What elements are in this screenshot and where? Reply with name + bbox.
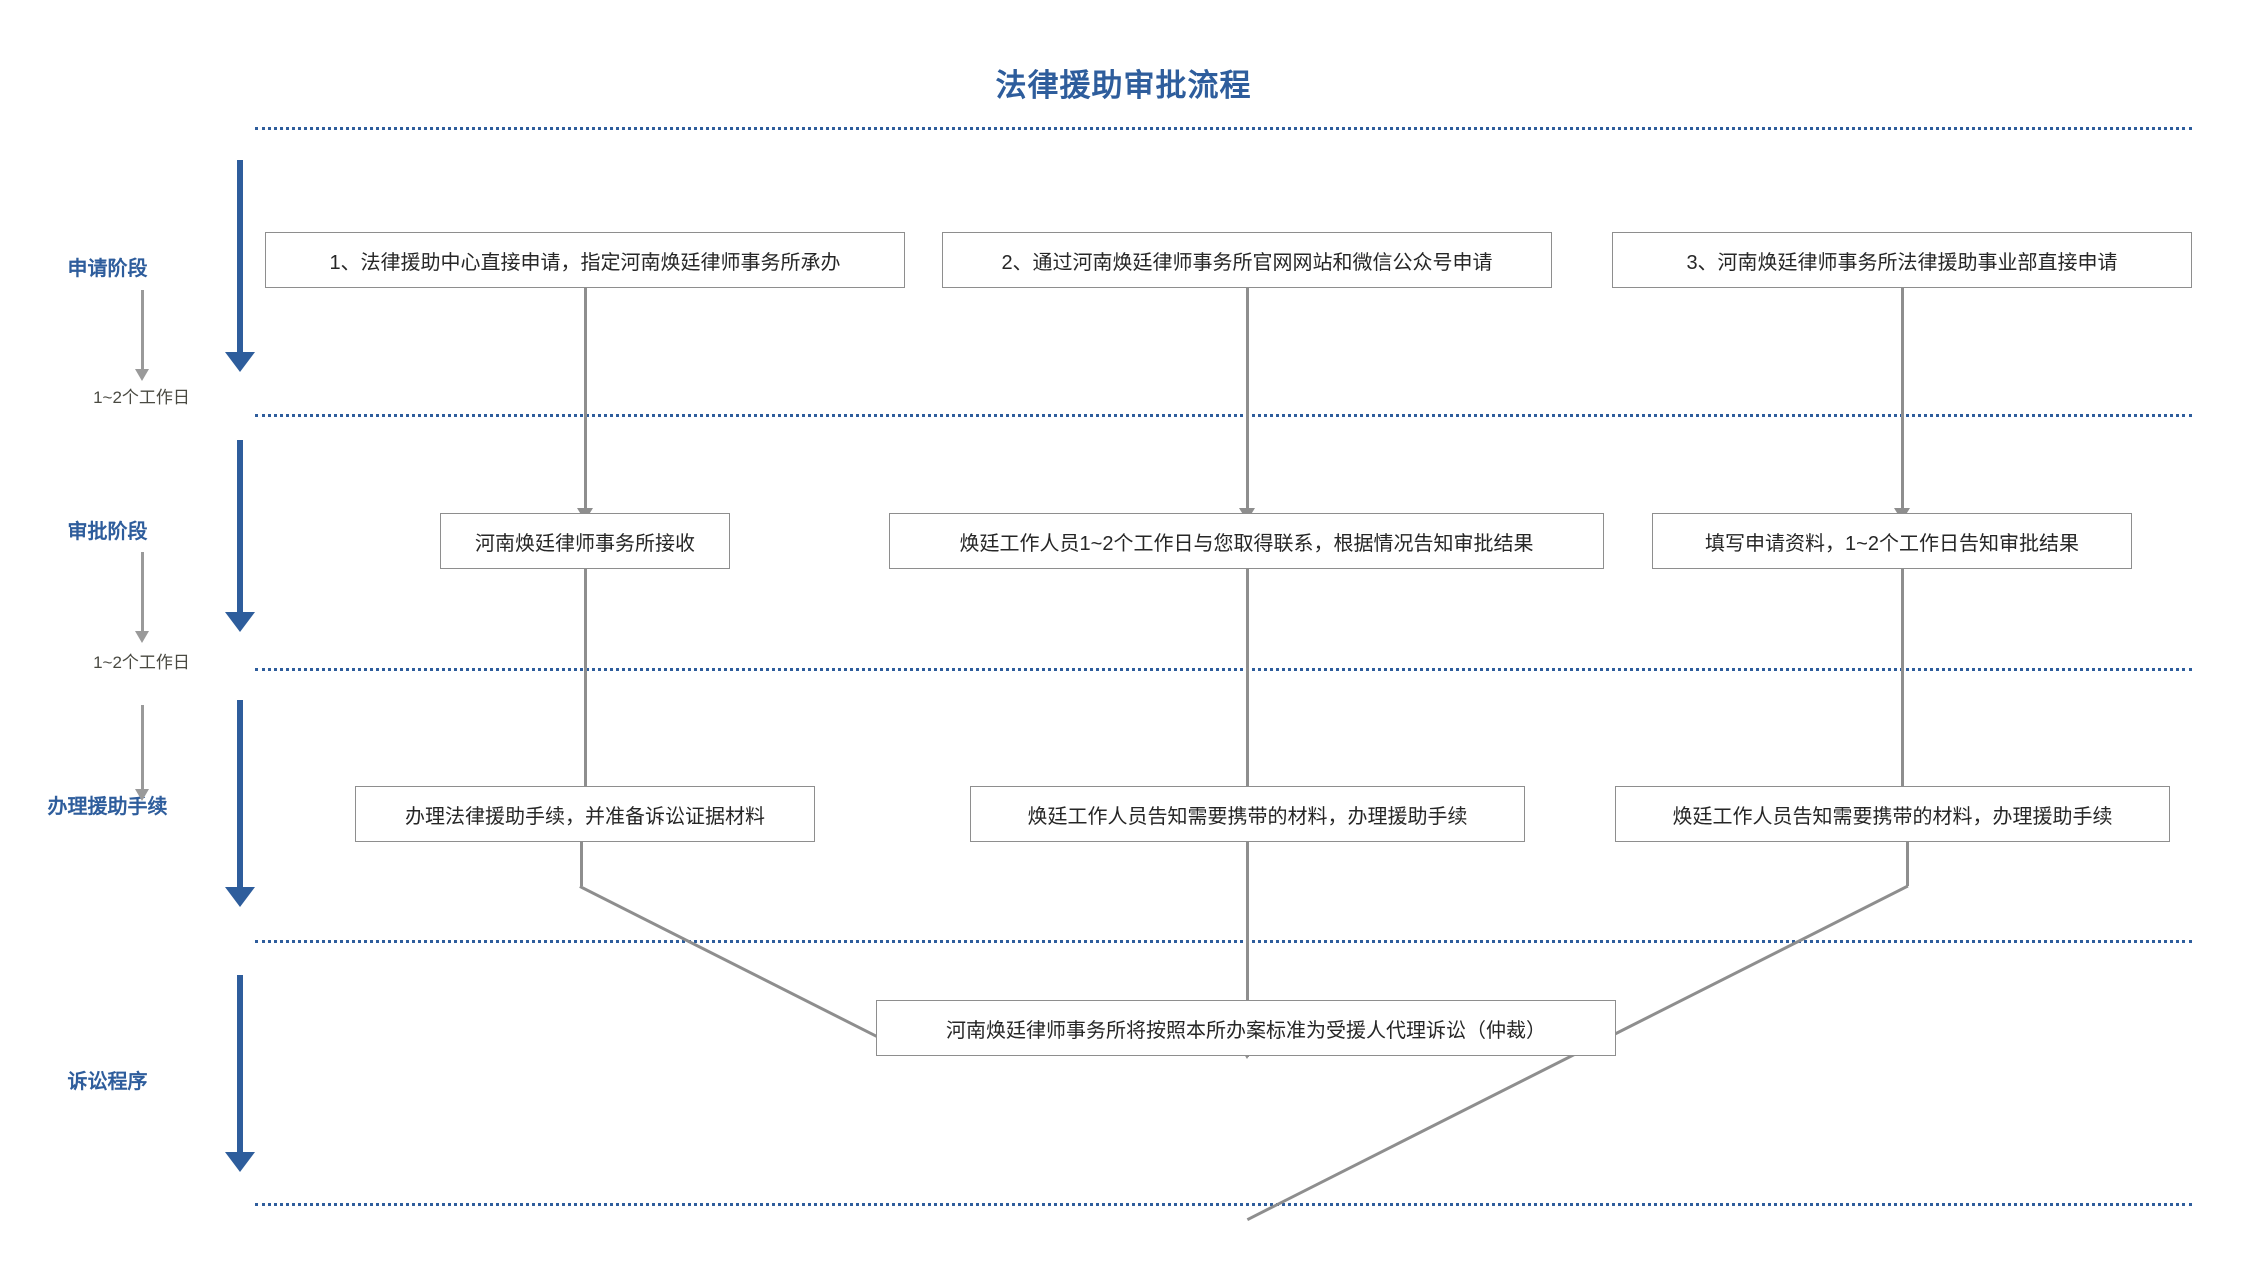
- litigation-box[interactable]: 河南焕廷律师事务所将按照本所办案标准为受援人代理诉讼（仲裁）: [876, 1000, 1616, 1056]
- separator-line-1: [255, 414, 2192, 417]
- converge-left-diagonal: [579, 885, 913, 1056]
- stage-arrow-head: [225, 1152, 255, 1172]
- stage-arrow-head: [225, 887, 255, 907]
- converge-left-stub: [580, 842, 583, 886]
- approval-box-2[interactable]: 焕廷工作人员1~2个工作日与您取得联系，根据情况告知审批结果: [889, 513, 1604, 569]
- duration-connector-application: [135, 290, 149, 381]
- duration-connector-shaft: [141, 705, 144, 790]
- stage-label-application: 申请阶段: [67, 258, 148, 280]
- stage-label-procedures: 办理援助手续: [47, 796, 168, 818]
- converge-right-stub: [1906, 842, 1909, 886]
- stage-arrow-shaft: [237, 440, 243, 615]
- duration-connector-head: [135, 789, 149, 801]
- connector-appr1-to-proc1: [584, 569, 587, 796]
- connector-app3-to-appr3: [1901, 288, 1904, 516]
- application-box-2[interactable]: 2、通过河南焕廷律师事务所官网网站和微信公众号申请: [942, 232, 1552, 288]
- application-box-1[interactable]: 1、法律援助中心直接申请，指定河南焕廷律师事务所承办: [265, 232, 905, 288]
- application-box-3[interactable]: 3、河南焕廷律师事务所法律援助事业部直接申请: [1612, 232, 2192, 288]
- procedure-box-3[interactable]: 焕廷工作人员告知需要携带的材料，办理援助手续: [1615, 786, 2170, 842]
- duration-connector-head: [135, 369, 149, 381]
- approval-box-3[interactable]: 填写申请资料，1~2个工作日告知审批结果: [1652, 513, 2132, 569]
- connector-app2-to-appr2: [1246, 288, 1249, 516]
- stage-label-approval: 审批阶段: [67, 521, 148, 543]
- separator-line-top: [255, 127, 2192, 130]
- separator-line-bottom: [255, 1203, 2192, 1206]
- page-title: 法律援助审批流程: [995, 68, 1252, 103]
- stage-arrow-litigation: [225, 975, 255, 1172]
- stage-arrow-procedures: [225, 700, 255, 907]
- procedure-box-1[interactable]: 办理法律援助手续，并准备诉讼证据材料: [355, 786, 815, 842]
- duration-connector-shaft: [141, 290, 144, 370]
- stage-arrow-shaft: [237, 160, 243, 355]
- duration-connector-procedures: [135, 705, 149, 801]
- connector-appr3-to-proc3: [1901, 569, 1904, 796]
- duration-connector-head: [135, 631, 149, 643]
- duration-label-approval: 1~2个工作日: [93, 653, 190, 672]
- procedure-box-2[interactable]: 焕廷工作人员告知需要携带的材料，办理援助手续: [970, 786, 1525, 842]
- connector-app1-to-appr1: [584, 288, 587, 516]
- connector-appr2-to-proc2: [1246, 569, 1249, 796]
- separator-line-3: [255, 940, 2192, 943]
- stage-arrow-approval: [225, 440, 255, 632]
- stage-arrow-shaft: [237, 975, 243, 1155]
- stage-label-litigation: 诉讼程序: [67, 1071, 148, 1093]
- duration-connector-approval: [135, 552, 149, 643]
- duration-connector-shaft: [141, 552, 144, 632]
- separator-line-2: [255, 668, 2192, 671]
- converge-middle-line: [1246, 842, 1249, 1057]
- stage-arrow-head: [225, 612, 255, 632]
- stage-arrow-head: [225, 352, 255, 372]
- duration-label-application: 1~2个工作日: [93, 388, 190, 407]
- stage-arrow-application: [225, 160, 255, 372]
- approval-box-1[interactable]: 河南焕廷律师事务所接收: [440, 513, 730, 569]
- stage-arrow-shaft: [237, 700, 243, 890]
